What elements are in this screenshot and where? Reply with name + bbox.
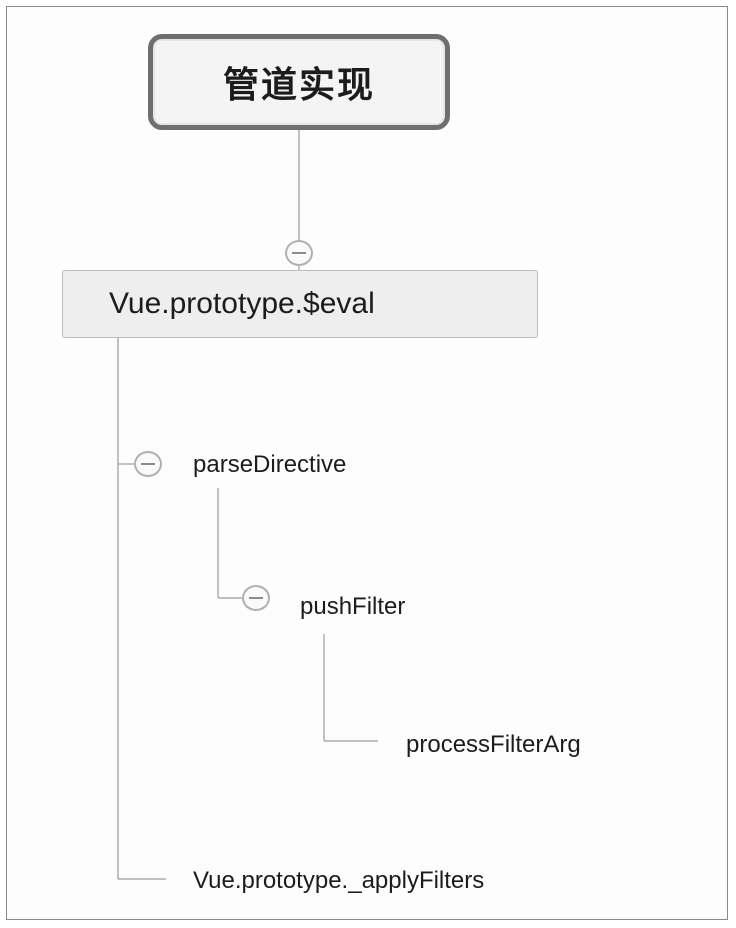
root-node: 管道实现: [148, 34, 450, 130]
parse-directive-label: parseDirective: [193, 451, 347, 478]
diagram-frame: [6, 6, 728, 920]
push-filter-label: pushFilter: [300, 593, 406, 620]
root-node-label: 管道实现: [222, 65, 375, 106]
collapse-toggle-icon[interactable]: [242, 585, 270, 611]
process-filter-arg-label: processFilterArg: [406, 731, 581, 758]
apply-filters-label: Vue.prototype._applyFilters: [193, 867, 485, 894]
eval-node: Vue.prototype.$eval: [62, 270, 538, 338]
eval-node-label: Vue.prototype.$eval: [109, 287, 375, 320]
collapse-toggle-icon[interactable]: [134, 451, 162, 477]
collapse-toggle-icon[interactable]: [285, 240, 313, 266]
